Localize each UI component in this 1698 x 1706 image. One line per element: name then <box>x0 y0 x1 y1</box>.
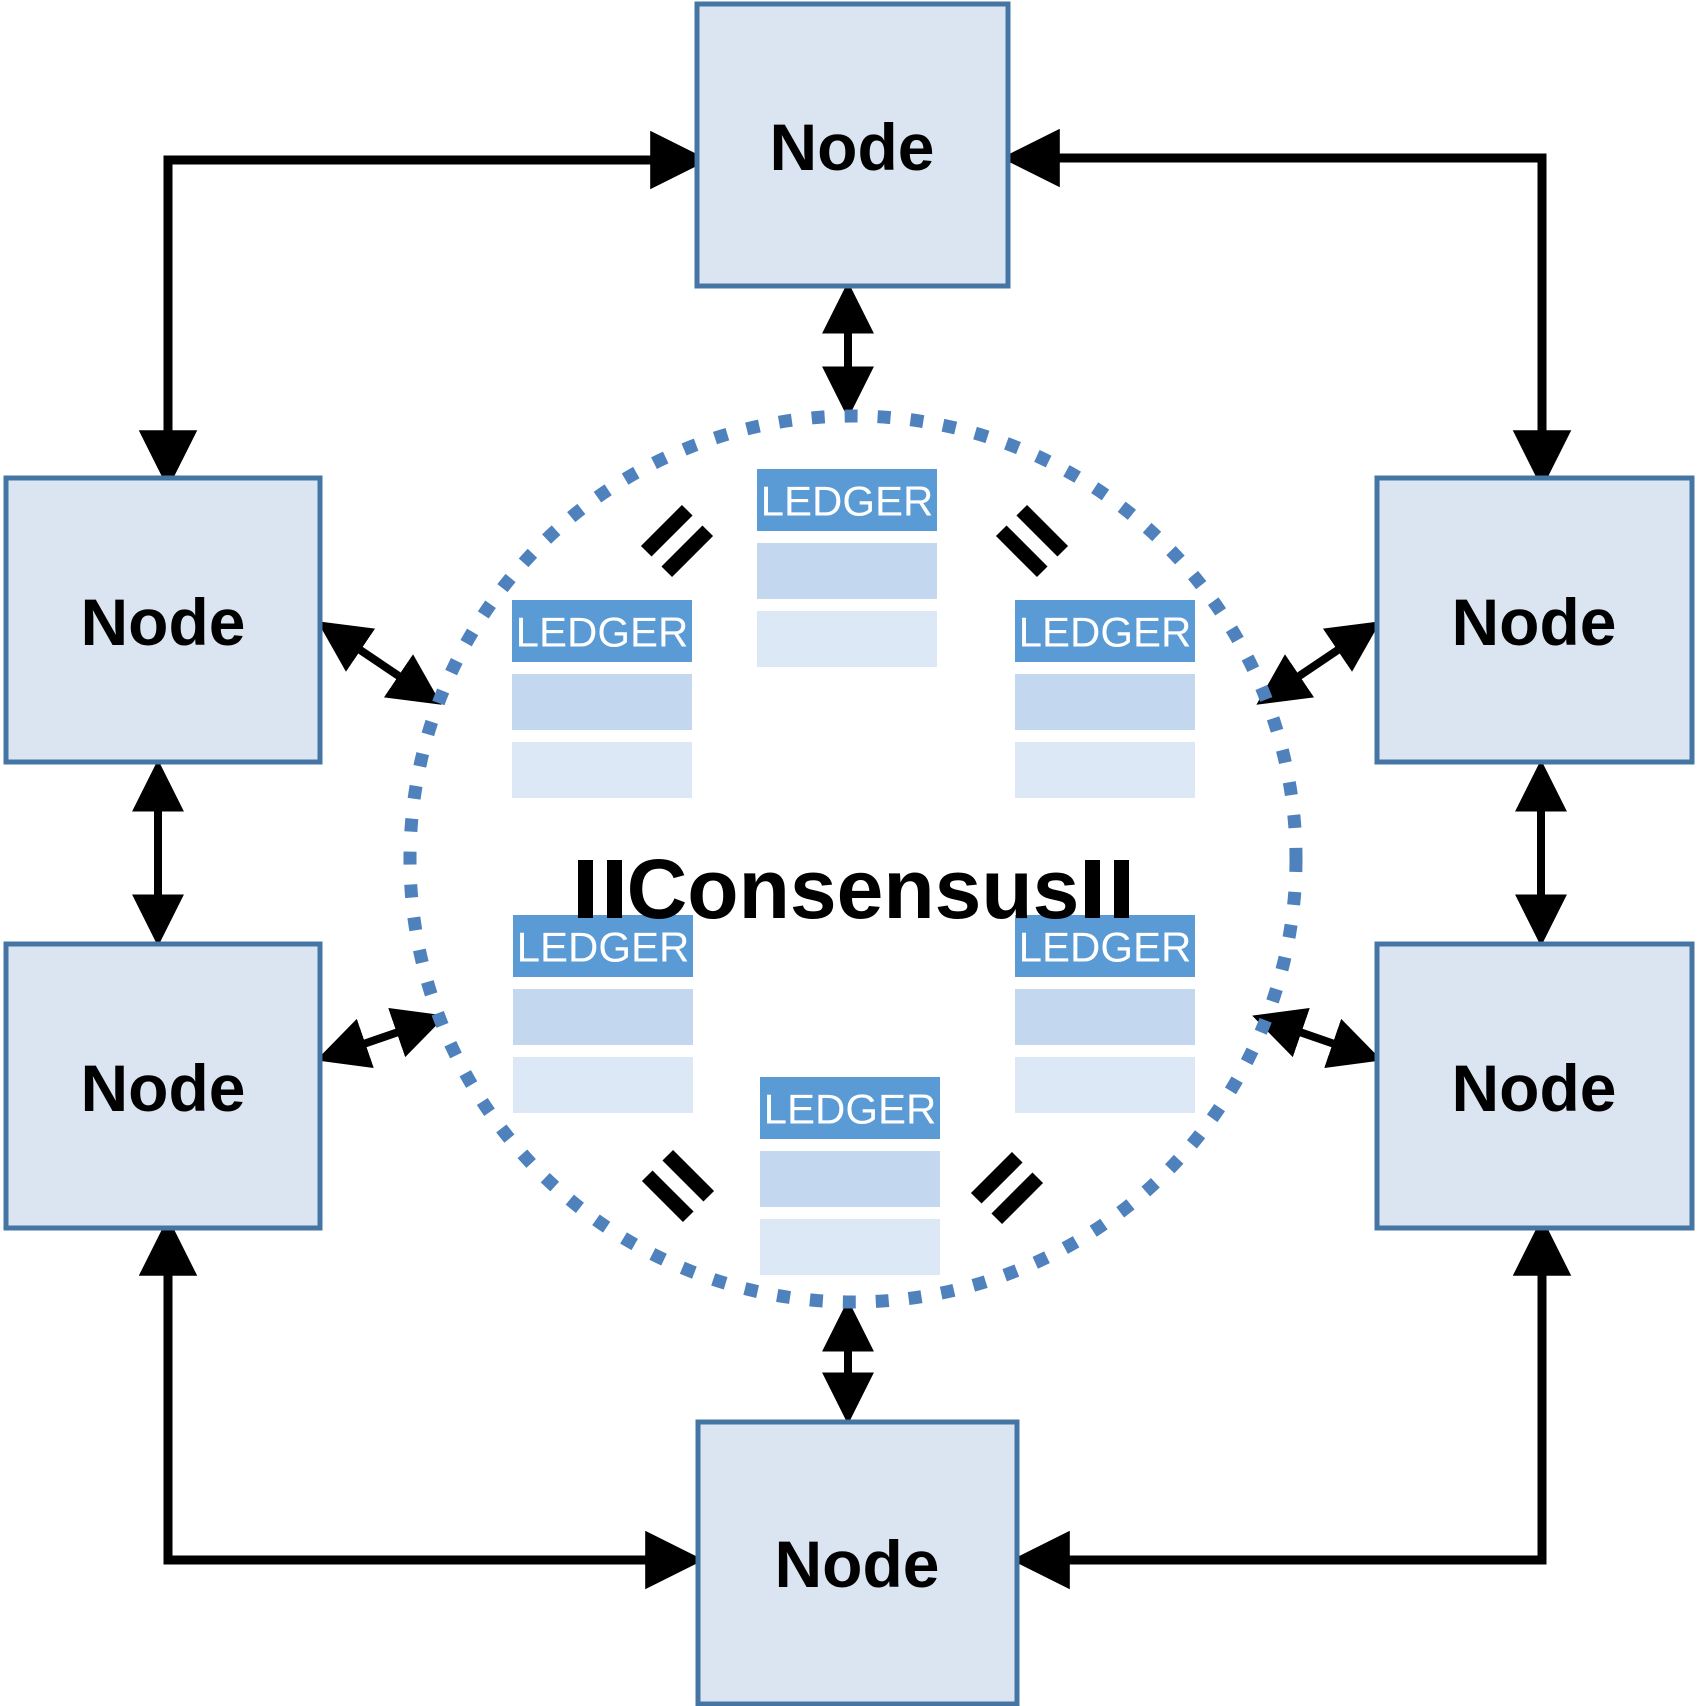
node-label: Node <box>1452 1051 1617 1125</box>
ledger-row <box>1015 1057 1195 1113</box>
arrow-rightlower-circle <box>1252 1008 1382 1068</box>
consensus-title: Consensus <box>627 842 1080 936</box>
ledger-left-lower: LEDGER <box>513 915 693 1113</box>
node-label: Node <box>81 585 246 659</box>
node-bottom: Node <box>695 1419 1020 1706</box>
equals-icon-ne <box>995 504 1069 578</box>
node-right-lower: Node <box>1374 941 1695 1231</box>
ledger-row <box>1015 674 1195 730</box>
consensus-circle <box>403 409 1303 1309</box>
node-box <box>695 1419 1020 1706</box>
node-left-upper: Node <box>3 475 323 765</box>
connector-bottomright-arrow <box>1011 1217 1572 1590</box>
ledger-header <box>760 1077 940 1139</box>
node-label: Node <box>775 1527 940 1601</box>
node-box <box>3 941 323 1231</box>
ledger-row <box>1015 742 1195 798</box>
equals-icon-nw <box>640 504 714 578</box>
ledger-label: LEDGER <box>517 924 690 971</box>
arrow-leftlower-circle <box>316 1008 446 1068</box>
ledger-top: LEDGER <box>757 469 937 667</box>
node-label: Node <box>770 110 935 184</box>
ledger-row <box>760 1151 940 1207</box>
ledger-row <box>1015 989 1195 1045</box>
ledger-header <box>512 600 692 662</box>
ledger-row <box>757 543 937 599</box>
node-box <box>3 475 323 765</box>
ledger-row <box>512 674 692 730</box>
node-label: Node <box>81 1051 246 1125</box>
ledger-label: LEDGER <box>1019 609 1192 656</box>
equals-icon-se <box>970 1151 1044 1225</box>
arrow-rightupper-circle <box>1256 621 1381 705</box>
equals-icon-west <box>578 860 622 918</box>
connector-topright-arrow <box>1001 128 1572 489</box>
equals-icon-sw <box>641 1149 715 1223</box>
ledger-right-upper: LEDGER <box>1015 600 1195 798</box>
ledger-label: LEDGER <box>764 1086 937 1133</box>
ledger-row <box>760 1219 940 1275</box>
ledger-header <box>1015 915 1195 977</box>
connector-bottomleft-arrow <box>138 1217 704 1590</box>
equals-icon-east <box>1085 860 1129 918</box>
node-box <box>1374 475 1695 765</box>
ledger-row <box>513 1057 693 1113</box>
node-top: Node <box>694 1 1011 289</box>
ledger-right-lower: LEDGER <box>1015 915 1195 1113</box>
ledger-row <box>513 989 693 1045</box>
ledger-header <box>757 469 937 531</box>
ledger-row <box>757 611 937 667</box>
ledger-label: LEDGER <box>1019 924 1192 971</box>
node-right-upper: Node <box>1374 475 1695 765</box>
ledger-left-upper: LEDGER <box>512 600 692 798</box>
node-box <box>1374 941 1695 1231</box>
ledger-label: LEDGER <box>761 478 934 525</box>
ledger-label: LEDGER <box>516 609 689 656</box>
ledger-header <box>513 915 693 977</box>
node-left-lower: Node <box>3 941 323 1231</box>
ledger-row <box>512 742 692 798</box>
node-label: Node <box>1452 585 1617 659</box>
arrow-leftupper-circle <box>317 621 442 705</box>
ledger-bottom: LEDGER <box>760 1077 940 1275</box>
ledger-header <box>1015 600 1195 662</box>
connector-topleft-arrow <box>138 130 709 489</box>
node-box <box>694 1 1011 289</box>
